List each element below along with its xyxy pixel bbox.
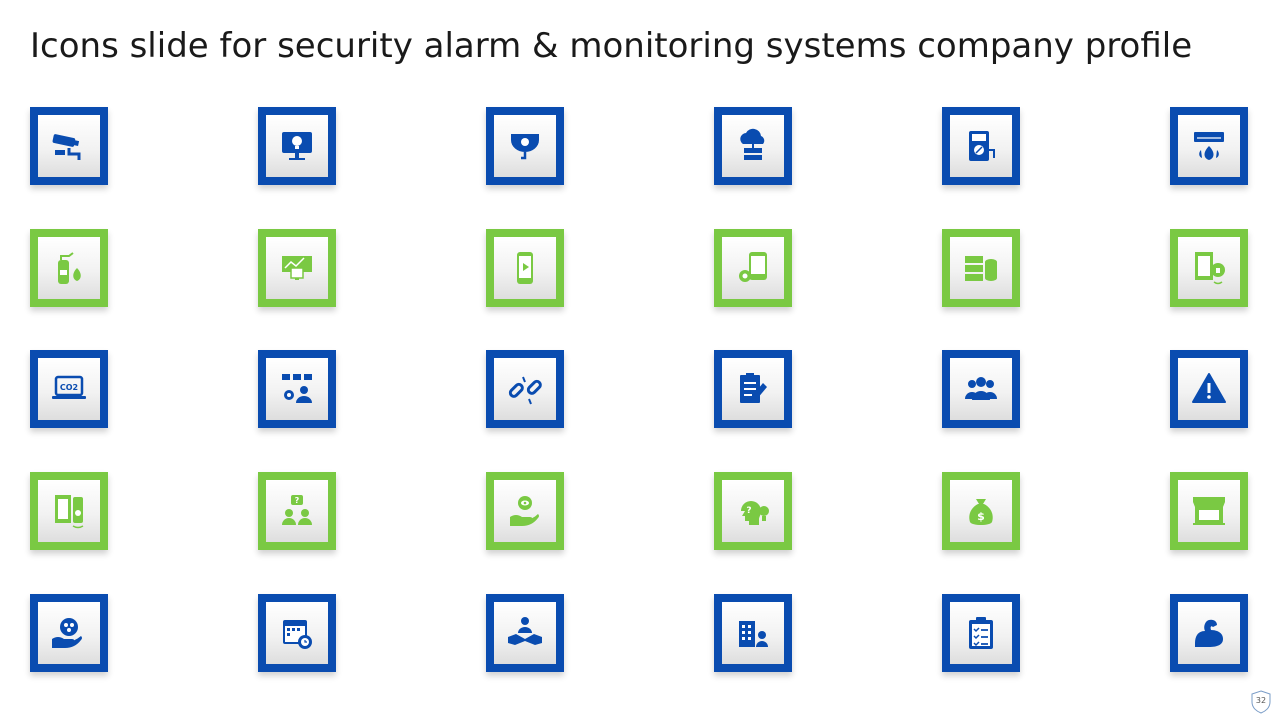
co2-laptop-icon: CO2	[52, 375, 86, 399]
icon-tile	[486, 229, 564, 307]
icon-tile: ?	[258, 472, 336, 550]
clipboard-list-icon	[969, 617, 993, 649]
icon-tile	[30, 594, 108, 672]
icon-tile	[486, 594, 564, 672]
handshake-icon	[508, 617, 542, 645]
icon-tile	[1170, 107, 1248, 185]
calendar-clock-icon	[283, 620, 312, 649]
cctv-camera-icon	[52, 134, 81, 160]
svg-text:?: ?	[295, 496, 300, 505]
presentation-board-icon	[282, 256, 312, 280]
icon-tile	[942, 107, 1020, 185]
team-process-icon	[282, 374, 312, 403]
slide-title: Icons slide for security alarm & monitor…	[30, 26, 1193, 66]
checklist-pen-icon	[740, 373, 767, 403]
icon-tile: $	[942, 472, 1020, 550]
icon-tile	[714, 107, 792, 185]
icon-tile	[1170, 350, 1248, 428]
page-number: 32	[1255, 696, 1267, 705]
icon-tile	[258, 594, 336, 672]
hand-team-icon	[52, 618, 82, 648]
warning-triangle-icon	[1192, 373, 1226, 403]
bulb-monitor-icon	[282, 132, 312, 160]
dome-camera-icon	[511, 134, 539, 160]
icon-tile	[258, 350, 336, 428]
money-bag-icon: $	[969, 499, 993, 525]
door-lock-icon	[1195, 252, 1225, 285]
icon-tile	[942, 229, 1020, 307]
icon-tile	[714, 229, 792, 307]
svg-text:CO2: CO2	[60, 383, 78, 392]
icon-tile	[486, 350, 564, 428]
icon-tile	[714, 350, 792, 428]
icon-tile: CO2	[30, 350, 108, 428]
icon-tile	[486, 472, 564, 550]
flexed-arm-icon	[1195, 619, 1223, 647]
icon-tile	[30, 229, 108, 307]
head-bulb-icon: ?	[741, 501, 769, 525]
group-users-icon	[965, 377, 997, 400]
server-database-icon	[965, 256, 997, 281]
fire-extinguisher-icon	[58, 252, 81, 284]
svg-text:$: $	[977, 510, 985, 523]
icon-tile	[30, 107, 108, 185]
multimeter-icon	[969, 131, 995, 161]
icon-tile	[258, 107, 336, 185]
page-number-badge: 32	[1250, 690, 1272, 714]
team-question-icon: ?	[282, 495, 312, 525]
icon-tile	[486, 107, 564, 185]
office-building-icon	[739, 621, 768, 647]
svg-text:?: ?	[746, 506, 751, 516]
hand-eye-icon	[510, 496, 539, 526]
mobile-settings-icon	[739, 252, 767, 282]
heater-fire-icon	[1194, 132, 1224, 160]
icon-tile	[1170, 472, 1248, 550]
icon-tile	[258, 229, 336, 307]
door-sensor-icon	[55, 495, 84, 529]
shop-icon	[1193, 497, 1225, 525]
icon-tile: ?	[714, 472, 792, 550]
shield-icon	[1251, 690, 1271, 714]
mobile-video-icon	[517, 252, 533, 284]
icon-tile	[942, 594, 1020, 672]
icon-tile	[942, 350, 1020, 428]
cloud-server-icon	[740, 128, 765, 160]
icon-tile	[30, 472, 108, 550]
broken-link-icon	[508, 376, 542, 405]
icon-tile	[714, 594, 792, 672]
icon-tile	[1170, 229, 1248, 307]
icon-tile	[1170, 594, 1248, 672]
